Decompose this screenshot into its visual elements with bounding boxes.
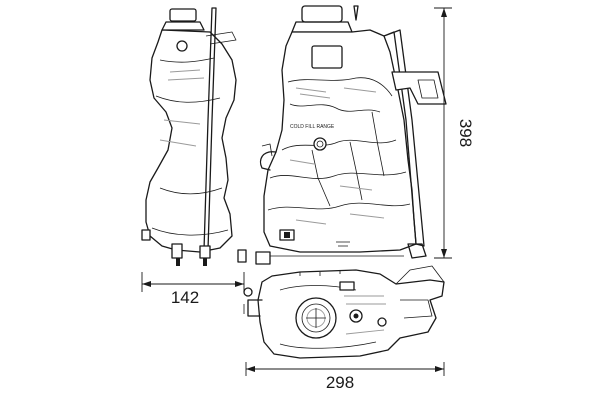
top-view-port [377, 317, 387, 327]
front-view-contour [289, 103, 381, 113]
front-view-body [263, 29, 417, 253]
dimension-depth-value: 142 [171, 288, 199, 307]
dimension-height-arrow-bottom [441, 249, 447, 258]
front-view-sensor-port-inner [316, 140, 324, 148]
top-view-contour [279, 341, 377, 349]
front-view-sensor-port [313, 137, 327, 151]
top-view-port-core [353, 313, 359, 319]
dimension-height: 398 [434, 7, 475, 259]
top-view-fitting [243, 287, 253, 297]
dimension-depth-arrow-left [142, 281, 151, 287]
front-view-outlet [255, 251, 271, 265]
front-view: COLD FILL RANGE [255, 5, 447, 265]
side-view-neck [161, 21, 205, 31]
dimension-width-value: 298 [326, 373, 354, 392]
top-view-cap-ring [301, 303, 331, 333]
front-view-shading [289, 87, 385, 225]
front-view-cap [301, 5, 343, 23]
side-view-contour [151, 227, 229, 236]
side-view-pin [176, 258, 180, 266]
side-view-pin [203, 258, 207, 266]
front-view-contour [281, 139, 397, 151]
side-view-connector [199, 245, 211, 259]
front-view-contour [311, 111, 385, 207]
side-view-contour [155, 95, 221, 103]
front-view-foot [407, 243, 427, 259]
fill-range-label: COLD FILL RANGE [290, 124, 335, 130]
front-view-neck [291, 21, 353, 33]
side-view-lug [141, 229, 151, 241]
side-view-body [145, 29, 237, 253]
top-view-tab [339, 281, 355, 291]
side-view-shading [159, 69, 205, 147]
side-view-connector [171, 243, 183, 259]
dimension-depth-arrow-right [235, 281, 244, 287]
dimension-width: 298 [245, 362, 445, 392]
side-view-vent-fitting [176, 40, 188, 52]
top-view-bracket [395, 265, 445, 285]
front-view-marking [336, 241, 350, 247]
front-view-hose-nipple [259, 151, 277, 171]
top-view-ribs [299, 270, 341, 276]
dimension-height-arrow-top [441, 8, 447, 17]
dimension-width-arrow-right [435, 366, 444, 372]
top-view-bracket-arm [400, 299, 433, 319]
front-view-rail [383, 29, 425, 247]
side-view-contour [159, 187, 223, 195]
front-view-tab [353, 5, 359, 21]
top-view-shading [344, 295, 386, 335]
side-view-clip [237, 249, 247, 263]
front-view-contour [287, 77, 393, 97]
side-view [141, 7, 247, 266]
top-view [243, 265, 445, 359]
side-view-contour [159, 57, 215, 63]
side-view-bracket-arm [205, 31, 237, 45]
dimension-depth: 142 [141, 272, 245, 307]
top-view-cap-cross [306, 308, 326, 328]
front-view-hose-nipple-rim [261, 143, 273, 157]
dimension-width-arrow-left [246, 366, 255, 372]
front-view-filler-window [311, 45, 343, 69]
dimension-height-value: 398 [456, 119, 475, 147]
front-view-level-sensor-core [284, 232, 290, 238]
front-view-contour [267, 202, 411, 211]
side-view-cap [169, 8, 197, 22]
front-view-bracket-slot [417, 79, 439, 99]
top-view-hose-nipple [247, 299, 263, 317]
